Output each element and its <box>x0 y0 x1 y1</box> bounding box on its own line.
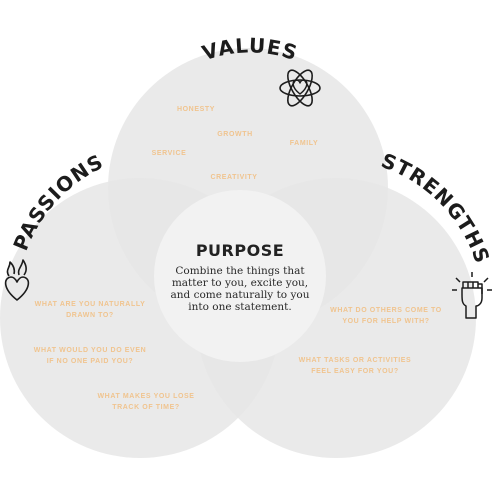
values-item: SERVICE <box>152 150 187 157</box>
passions-question: WHAT WOULD YOU DO EVEN <box>34 347 147 354</box>
strengths-question: FEEL EASY FOR YOU? <box>311 368 398 375</box>
passions-question: WHAT ARE YOU NATURALLY <box>35 301 146 308</box>
purpose-text-line: and come naturally to you <box>171 289 310 301</box>
values-item: HONESTY <box>177 106 215 113</box>
passions-question: IF NO ONE PAID YOU? <box>47 358 134 365</box>
raised-fist-icon <box>452 272 492 319</box>
purpose-text-line: matter to you, excite you, <box>172 277 308 289</box>
purpose-text-line: Combine the things that <box>175 265 305 277</box>
heart-atom-icon <box>279 69 321 107</box>
passions-question: WHAT MAKES YOU LOSE <box>97 393 194 400</box>
values-item: CREATIVITY <box>210 174 257 181</box>
purpose-text-line: into one statement. <box>188 301 291 313</box>
strengths-question: WHAT DO OTHERS COME TO <box>330 307 442 314</box>
purpose-title: PURPOSE <box>196 241 284 260</box>
flaming-heart-icon <box>4 259 30 301</box>
passions-question: TRACK OF TIME? <box>112 404 180 411</box>
strengths-question: WHAT TASKS OR ACTIVITIES <box>299 357 412 364</box>
purpose-center-circle <box>154 190 326 362</box>
passions-question: DRAWN TO? <box>66 312 114 319</box>
values-item: GROWTH <box>217 131 252 138</box>
values-item: FAMILY <box>290 140 319 147</box>
strengths-question: YOU FOR HELP WITH? <box>342 318 429 325</box>
